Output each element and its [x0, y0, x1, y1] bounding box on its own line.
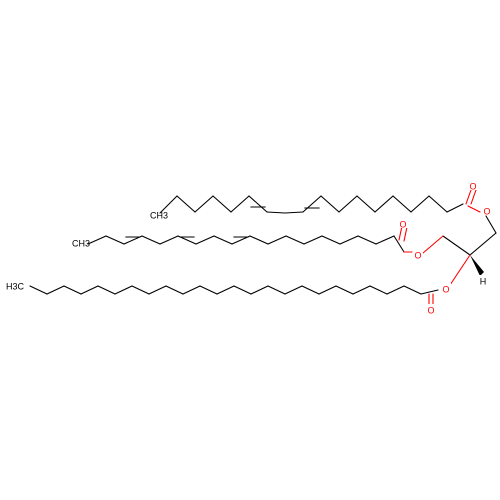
chain3-bond-23 — [403, 285, 422, 295]
chain3-bond-9 — [165, 285, 184, 295]
chain3-bond-4 — [80, 285, 99, 295]
chain2-carbonyl-b — [403, 226, 408, 242]
chain1-bond-12 — [356, 195, 376, 213]
chain2-bond-13 — [303, 235, 323, 245]
chain3-bond-2 — [46, 285, 65, 295]
chain2-bond-10 — [249, 235, 269, 245]
oxygen-ester3-single: O — [442, 284, 449, 294]
chain1-bond-6 — [248, 195, 268, 213]
chain1-bond-3 — [194, 195, 214, 213]
chain3-bond-8 — [148, 285, 167, 295]
chain2-bond-5 — [159, 235, 179, 245]
chain2-bond-11 — [267, 235, 287, 245]
chain2-bond-12 — [285, 235, 305, 245]
methyl-label-chain2: CH3 — [72, 238, 90, 248]
chain2-bond-2 — [105, 235, 125, 245]
chain3-bond-13 — [233, 285, 252, 295]
chain1-bond-15 — [410, 195, 430, 213]
chain3-bond-22 — [386, 285, 405, 295]
chain2-bond-7 — [195, 235, 215, 245]
chain3-bond-20 — [352, 285, 371, 295]
backbone-o1-c1 — [485, 215, 497, 234]
oxygen-ester3-double-backdrop — [426, 304, 436, 314]
chain2-bond-1 — [87, 235, 107, 245]
chain2-bond-14 — [321, 235, 341, 245]
chain3-bond-14 — [250, 285, 269, 295]
chain2-bond-16 — [357, 235, 377, 245]
stereo-hydrogen-backdrop — [478, 275, 488, 285]
chain1-bond-1 — [159, 195, 178, 214]
chain2-bond-18 — [393, 235, 405, 253]
oxygen-ester3-double: O — [427, 305, 434, 315]
oxygen-ester3-single-backdrop — [441, 283, 451, 293]
chain1-bond-4 — [212, 195, 232, 213]
chain2-bond-8 — [213, 235, 233, 245]
stereo-wedge-bond — [470, 255, 484, 276]
chain2-bond-15 — [339, 235, 359, 245]
chain2-carbonyl-a — [398, 225, 403, 241]
oxygen-ester1-single-backdrop — [482, 205, 492, 215]
chain3-bond-1 — [29, 285, 48, 295]
chain2-bond-4 — [141, 235, 161, 245]
chain3-bond-21 — [369, 285, 388, 295]
backbone-c3-o2 — [422, 235, 444, 254]
chain3-bond-17 — [301, 285, 320, 295]
chain3-bond-5 — [97, 285, 116, 295]
chain2-bond-17 — [375, 235, 395, 245]
oxygen-ester2-single-backdrop — [413, 249, 423, 259]
methyl-label-chain1: CH3 — [150, 210, 168, 220]
chain1-bond-17 — [446, 203, 464, 213]
backbone-c1-c2 — [469, 232, 497, 256]
chain1-bond-14 — [392, 195, 412, 213]
chain3-bond-10 — [182, 285, 201, 295]
backbone-c2-o3 — [449, 254, 471, 286]
methyl-label-chain3: H3C — [6, 281, 25, 291]
chain1-bond-16 — [428, 195, 448, 213]
chain3-bond-16 — [284, 285, 303, 295]
chain1-bond-13 — [374, 195, 394, 213]
oxygen-ester2-single: O — [414, 250, 421, 260]
oxygen-ester2-double-backdrop — [398, 218, 408, 228]
oxygen-ester1-double: O — [469, 181, 476, 191]
chain3-bond-12 — [216, 285, 235, 295]
stereo-hydrogen: H — [480, 276, 487, 286]
chain3-bond-15 — [267, 285, 286, 295]
chain1-carbonyl-b — [470, 189, 477, 205]
chain1-bond-8 — [284, 211, 304, 214]
chain3-bond-11 — [199, 285, 218, 295]
chain1-bond-7 — [266, 211, 286, 214]
chain1-bond-11 — [338, 195, 358, 213]
chain3-bond-19 — [335, 285, 354, 295]
oxygen-ester1-single: O — [483, 206, 490, 216]
chain1-bond-10 — [320, 195, 340, 213]
chain1-o-c-bond — [467, 205, 481, 213]
bond-layer — [29, 189, 497, 307]
backbone-c2-c3 — [442, 235, 471, 256]
chain3-bond-6 — [114, 285, 133, 295]
chain3-bond-7 — [131, 285, 150, 295]
chain1-bond-9 — [302, 195, 322, 213]
chain1-bond-2 — [176, 195, 196, 213]
chain1-bond-5 — [230, 195, 250, 213]
chain3-bond-3 — [63, 285, 82, 295]
chain1-carbonyl-a — [465, 189, 472, 205]
chain3-bond-24 — [420, 289, 439, 295]
oxygen-ester2-double: O — [399, 219, 406, 229]
oxygen-ester1-double-backdrop — [468, 180, 478, 190]
chain3-bond-18 — [318, 285, 337, 295]
